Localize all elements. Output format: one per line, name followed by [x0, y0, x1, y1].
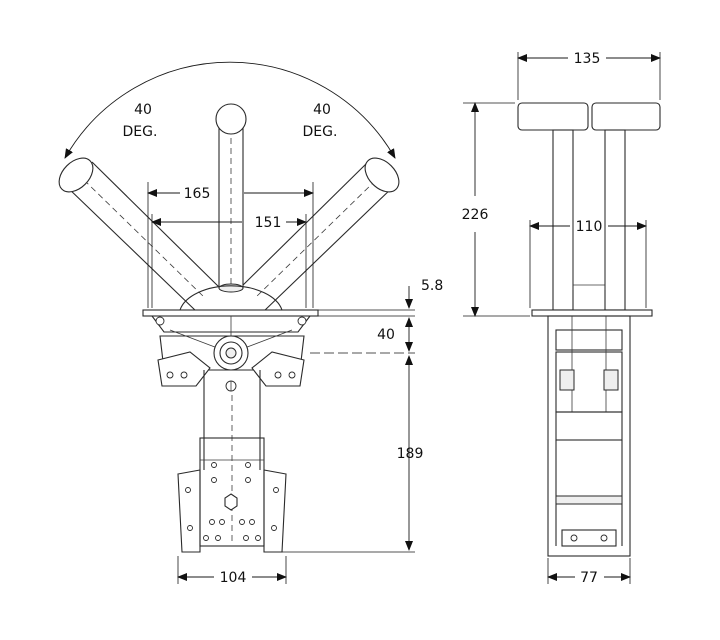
side-height-label: 226 — [462, 207, 489, 223]
front-view: 40 DEG. 40 DEG. 165 151 5.8 40 189 104 — [58, 61, 443, 586]
pivot-hub — [213, 335, 249, 392]
center-handle — [215, 103, 247, 293]
side-handles — [517, 102, 661, 311]
side-dimension-lines — [471, 54, 661, 581]
pivot-offset-label: 40 — [377, 327, 395, 343]
side-base-width-label: 77 — [580, 570, 598, 586]
span-inner-label: 151 — [255, 215, 282, 231]
angle-right-value: 40 — [313, 102, 331, 118]
side-housing — [547, 315, 631, 557]
handle-spacing-label: 110 — [576, 219, 603, 235]
front-extension-lines — [147, 182, 415, 584]
plate-thickness-label: 5.8 — [421, 278, 443, 294]
side-mounting-plate — [531, 309, 653, 317]
span-outer-label: 165 — [184, 186, 211, 202]
upper-housing — [150, 315, 312, 371]
left-handle-position — [58, 157, 223, 313]
base-width-label: 104 — [220, 570, 247, 586]
mounting-plate — [142, 309, 319, 317]
body-depth-label: 189 — [397, 446, 424, 462]
base-bracket — [177, 462, 287, 553]
angle-right-unit: DEG. — [303, 124, 338, 140]
lever-dome — [179, 285, 283, 311]
side-cams — [157, 351, 305, 387]
front-dimension-lines — [147, 189, 413, 581]
right-handle-position — [237, 157, 400, 313]
angle-arc — [64, 61, 396, 159]
lever-body — [199, 370, 265, 547]
side-view: 135 226 110 77 — [462, 51, 661, 586]
angle-left-unit: DEG. — [123, 124, 158, 140]
side-width-label: 135 — [574, 51, 601, 67]
angle-left-value: 40 — [134, 102, 152, 118]
